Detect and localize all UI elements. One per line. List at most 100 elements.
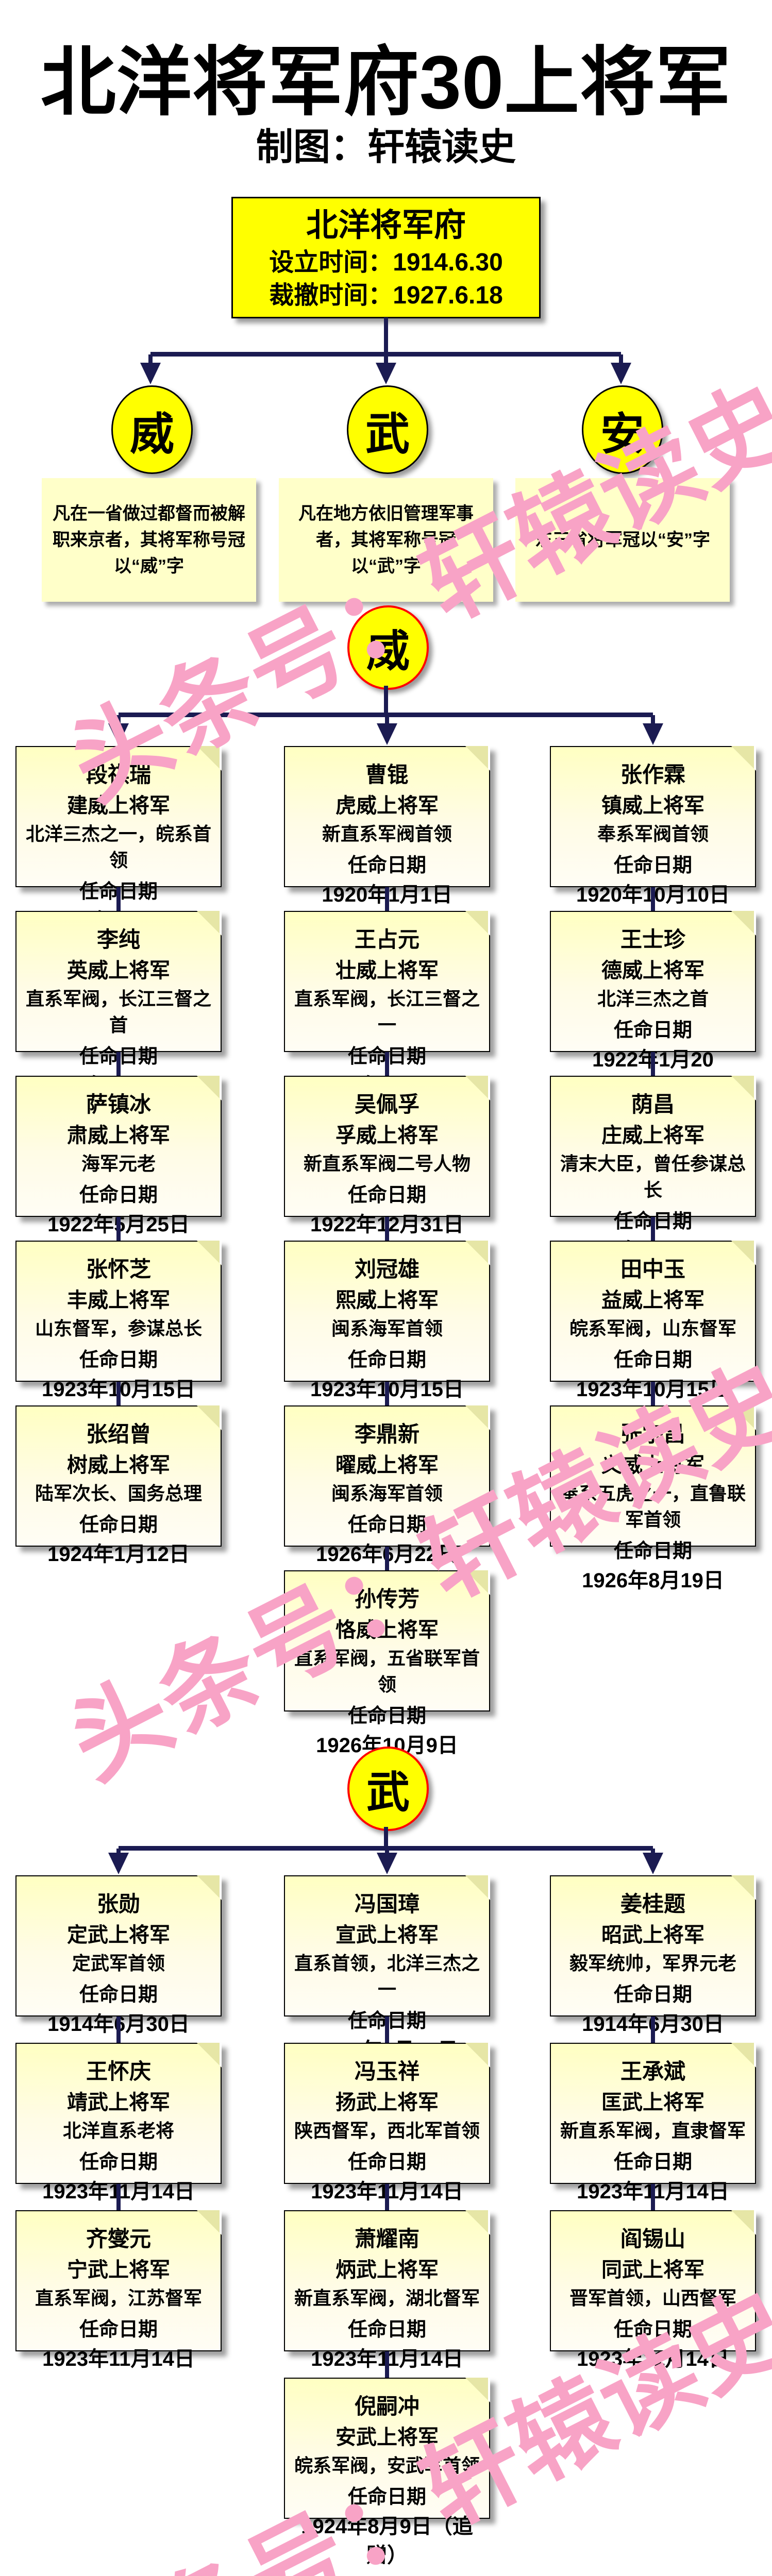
- card-rank-title: 熙威上将军: [335, 1289, 439, 1312]
- general-card: 段祺瑞建威上将军北洋三杰之一，皖系首领任命日期1914年6月30日兼管理将军府事…: [15, 746, 222, 960]
- card-description: 奉系五虎之一，直鲁联军首领: [560, 1482, 746, 1530]
- general-card: 张作霖镇威上将军奉系军阀首领任命日期1920年10月10日: [550, 746, 756, 906]
- card-name: 吴佩孚: [354, 1092, 419, 1116]
- card-rank-title: 肃威上将军: [67, 1124, 170, 1147]
- card-description: 直系军阀，五省联军首领: [294, 1647, 480, 1695]
- arrow-down-icon: [140, 363, 161, 384]
- card-rank-title: 益威上将军: [601, 1289, 704, 1312]
- card-name: 王怀庆: [86, 2059, 151, 2083]
- connector-vline: [384, 354, 388, 363]
- connector-hline: [119, 713, 653, 717]
- card-rank-title: 恪威上将军: [335, 1618, 439, 1641]
- card-date-label: 任命日期: [79, 1184, 158, 1206]
- card-rank-title: 英威上将军: [67, 959, 170, 982]
- card-date-label: 任命日期: [347, 2319, 426, 2341]
- connector-vline: [385, 2184, 389, 2210]
- card-rank-title: 镇威上将军: [601, 794, 704, 817]
- root-box-founded-line: 设立时间：1914.6.30: [269, 249, 503, 277]
- card-date-label: 任命日期: [613, 2319, 692, 2341]
- card-description: 清末大臣，曾任参谋总长: [560, 1153, 746, 1200]
- card-name: 齐燮元: [86, 2227, 151, 2251]
- connector-vline: [116, 887, 121, 911]
- card-name: 阎锡山: [620, 2227, 685, 2251]
- page-subtitle: 制图：轩辕读史: [256, 127, 516, 168]
- card-name: 冯国璋: [354, 1892, 419, 1916]
- card-description: 新直系军阀，直隶督军: [560, 2120, 746, 2141]
- card-name: 萨镇冰: [86, 1092, 151, 1116]
- card-description: 北洋三杰之首: [597, 988, 709, 1009]
- card-rank-title: 匡武上将军: [601, 2091, 704, 2114]
- card-name: 张绍曾: [86, 1422, 151, 1446]
- card-description: 晋军首领，山西督军: [569, 2287, 736, 2309]
- category-circle: 武: [347, 385, 428, 474]
- connector-vline: [385, 2351, 389, 2378]
- connector-vline: [385, 1217, 389, 1241]
- card-description: 皖系军阀，安武军首领: [294, 2454, 480, 2476]
- category-circle-label: 威: [366, 626, 410, 675]
- card-rank-title: 壮威上将军: [335, 959, 439, 982]
- card-rank-title: 曜威上将军: [335, 1453, 439, 1477]
- general-card: 李鼎新曜威上将军闽系海军首领任命日期1926年6月22日: [284, 1405, 490, 1566]
- card-date-label: 任命日期: [347, 2486, 426, 2508]
- general-card: 刘冠雄熙威上将军闽系海军首领任命日期1923年10月15日: [284, 1241, 490, 1401]
- card-name: 段祺瑞: [86, 762, 151, 787]
- category-circle: 威: [347, 605, 429, 690]
- card-description: 海军元老: [81, 1153, 156, 1174]
- card-description: 闽系海军首领: [331, 1317, 443, 1339]
- legend-note-card: 凡在地方依旧管理军事者，其将军称号冠以“武”字: [279, 478, 493, 602]
- connector-vline: [385, 1547, 389, 1570]
- card-description: 直系军阀，江苏督军: [35, 2287, 202, 2309]
- legend-note-card: 凡在一省做过都督而被解职来京者，其将军称号冠以“威”字: [42, 478, 256, 602]
- card-description: 新直系军阀首领: [322, 823, 452, 844]
- card-date-label: 任命日期: [79, 2151, 158, 2173]
- general-card: 曹锟虎威上将军新直系军阀首领任命日期1920年1月1日: [284, 746, 490, 906]
- connector-vline: [385, 715, 389, 723]
- legend-note-card: 东三省将军冠以“安”字: [515, 478, 730, 602]
- arrow-down-icon: [108, 723, 129, 745]
- connector-hline: [119, 1846, 653, 1851]
- card-name: 李纯: [96, 927, 140, 952]
- card-rank-title: 宁武上将军: [67, 2258, 170, 2281]
- card-date: 1924年8月9日（追赠）: [301, 2515, 473, 2567]
- connector-vline: [385, 887, 389, 911]
- card-date-label: 任命日期: [613, 1984, 692, 2006]
- card-date-label: 任命日期: [613, 855, 692, 876]
- root-box-abolished-line: 裁撤时间：1927.6.18: [269, 281, 503, 309]
- connector-vline: [116, 715, 121, 723]
- card-name: 王士珍: [620, 927, 685, 952]
- card-rank-title: 孚威上将军: [335, 1124, 439, 1147]
- card-description: 直系军阀，长江三督之首: [25, 988, 211, 1036]
- card-rank-title: 丰威上将军: [67, 1289, 170, 1312]
- card-date: 1923年11月14日: [577, 2348, 729, 2370]
- connector-vline: [651, 2016, 655, 2043]
- connector-vline: [384, 1827, 388, 1849]
- card-rank-title: 虎威上将军: [335, 794, 439, 817]
- connector-vline: [148, 354, 153, 363]
- card-description: 直系军阀，长江三督之一: [294, 988, 480, 1036]
- category-circle: 武: [347, 1747, 429, 1831]
- card-name: 冯玉祥: [354, 2059, 419, 2083]
- card-rank-title: 宣武上将军: [335, 1923, 439, 1946]
- general-card: 萨镇冰肃威上将军海军元老任命日期1922年5月25日: [15, 1076, 222, 1236]
- arrow-down-icon: [376, 363, 396, 384]
- card-description: 新直系军阀二号人物: [303, 1153, 471, 1174]
- category-circle: 安: [582, 385, 663, 474]
- card-date-label: 任命日期: [347, 855, 426, 876]
- category-circle-label: 武: [366, 1768, 410, 1817]
- card-description: 北洋三杰之一，皖系首领: [25, 823, 211, 871]
- card-date-label: 任命日期: [347, 1184, 426, 1206]
- card-name: 王占元: [354, 927, 419, 952]
- root-box-title: 北洋将军府: [306, 208, 466, 243]
- card-date-label: 任命日期: [347, 1514, 426, 1536]
- card-rank-title: 昭武上将军: [601, 1923, 704, 1946]
- card-description: 陆军次长、国务总理: [35, 1482, 202, 1504]
- card-rank-title: 义威上将军: [601, 1453, 704, 1477]
- connector-vline: [651, 1382, 655, 1405]
